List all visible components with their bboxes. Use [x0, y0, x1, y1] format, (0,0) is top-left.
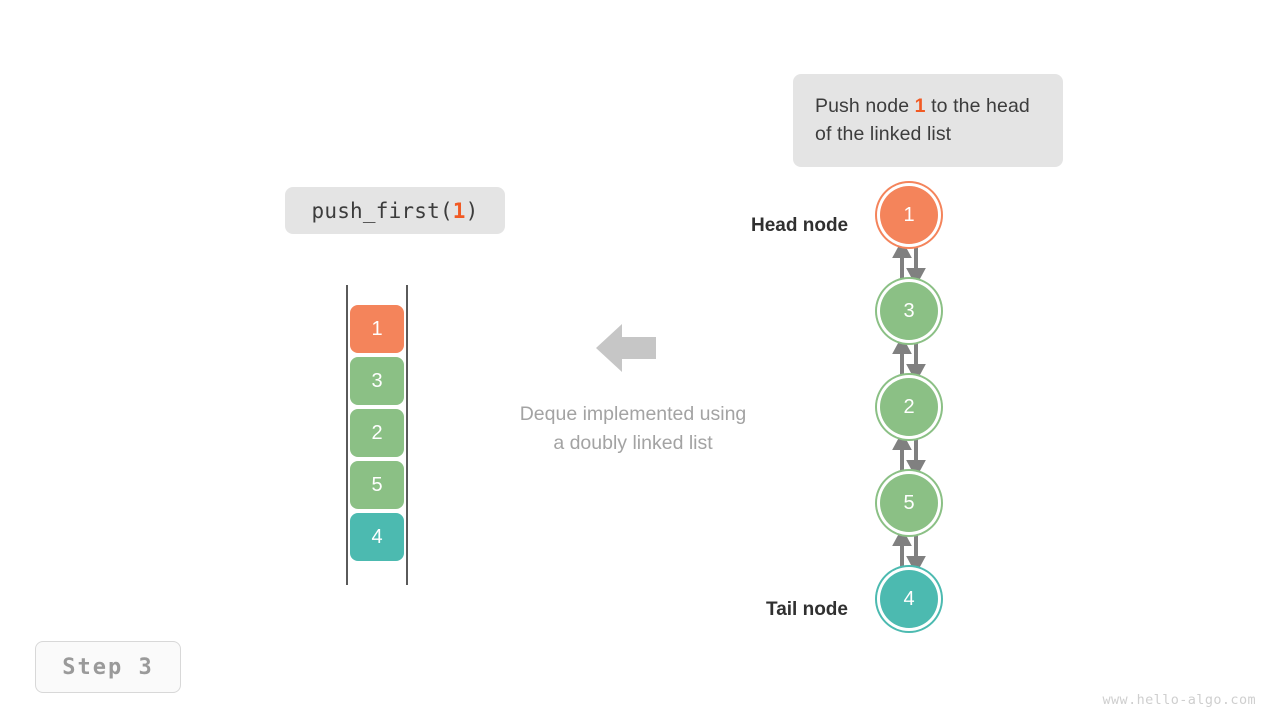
deque-array-container: 1 3 2 5 4	[346, 285, 408, 585]
bidirectional-link-arrows	[892, 244, 926, 282]
deque-cell-value: 2	[371, 421, 383, 444]
operation-prefix: push_first(	[311, 198, 453, 223]
container-rail-right	[406, 285, 408, 585]
linked-list-node-value: 5	[903, 491, 915, 514]
doubly-linked-list: 1 3 2 5 4	[880, 186, 960, 646]
deque-cell-value: 4	[371, 525, 383, 548]
container-rail-left	[346, 285, 348, 585]
callout-text-before: Push node	[815, 95, 915, 117]
watermark: www.hello-algo.com	[1102, 692, 1256, 708]
operation-suffix: )	[465, 198, 479, 223]
bidirectional-link-arrows	[892, 532, 926, 570]
linked-list-node-value: 4	[903, 587, 915, 610]
deque-cell: 3	[350, 357, 404, 405]
push-callout: Push node 1 to the head of the linked li…	[793, 74, 1063, 167]
linked-list-node-value: 1	[903, 203, 915, 226]
linked-list-node-value: 2	[903, 395, 915, 418]
callout-highlight-value: 1	[914, 95, 926, 117]
deque-cell: 2	[350, 409, 404, 457]
linked-list-node: 1	[880, 186, 938, 244]
callout-text-after: to the head of the linked list	[815, 95, 1030, 146]
deque-cell-value: 5	[371, 473, 383, 496]
caption-line-2: a doubly linked list	[553, 432, 713, 455]
linked-list-node: 3	[880, 282, 938, 340]
linked-list-node: 4	[880, 570, 938, 628]
linked-list-node-value: 3	[903, 299, 915, 322]
deque-cell-list: 1 3 2 5 4	[350, 305, 404, 565]
linked-list-node: 2	[880, 378, 938, 436]
deque-cell-value: 3	[371, 369, 383, 392]
deque-cell-value: 1	[371, 317, 383, 340]
linked-list-node: 5	[880, 474, 938, 532]
bidirectional-link-arrows	[892, 340, 926, 378]
deque-cell: 1	[350, 305, 404, 353]
deque-cell: 5	[350, 461, 404, 509]
step-badge: Step 3	[35, 641, 181, 693]
operation-label: push_first(1)	[285, 187, 505, 234]
center-caption: Deque implemented using a doubly linked …	[462, 400, 804, 459]
tail-node-label: Tail node	[766, 599, 848, 620]
deque-cell: 4	[350, 513, 404, 561]
left-arrow-icon	[596, 324, 656, 372]
caption-line-1: Deque implemented using	[519, 403, 747, 425]
head-node-label: Head node	[751, 215, 849, 236]
bidirectional-link-arrows	[892, 436, 926, 474]
operation-argument: 1	[452, 198, 466, 223]
